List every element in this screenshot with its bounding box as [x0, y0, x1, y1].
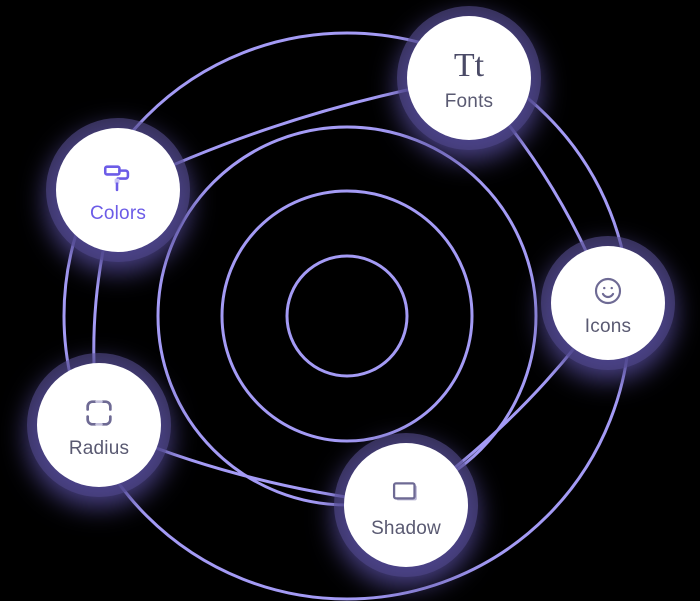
node-label-fonts: Fonts	[444, 90, 494, 112]
node-shadow[interactable]: Shadow	[344, 443, 468, 567]
node-radius[interactable]: Radius	[37, 363, 161, 487]
orbit-ring-inner	[285, 254, 409, 378]
corner-radius-icon	[82, 393, 116, 433]
node-label-radius: Radius	[68, 437, 130, 459]
orbit-ring-third	[220, 189, 474, 443]
shadow-box-icon	[389, 473, 423, 513]
node-label-icons: Icons	[584, 315, 632, 337]
paint-roller-icon	[101, 158, 135, 198]
node-label-colors: Colors	[89, 202, 147, 224]
node-label-shadow: Shadow	[371, 517, 441, 539]
node-icons[interactable]: Icons	[551, 246, 665, 360]
tt-glyph: Tt	[453, 46, 485, 84]
node-fonts[interactable]: Tt Fonts	[407, 16, 531, 140]
text-type-icon: Tt	[454, 46, 484, 86]
smiley-face-icon	[592, 271, 624, 311]
node-colors[interactable]: Colors	[56, 128, 180, 252]
